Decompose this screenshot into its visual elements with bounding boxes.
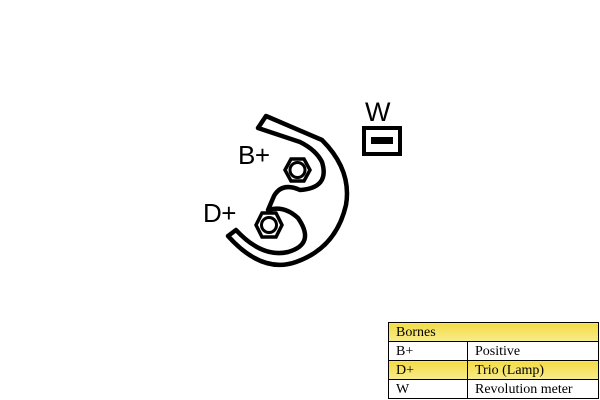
legend-code: W xyxy=(388,379,468,399)
w-terminal-label: W xyxy=(365,97,390,127)
legend-row-bplus: B+ Positive xyxy=(388,341,599,361)
w-spade-connector-icon xyxy=(362,126,402,156)
legend-row-w: W Revolution meter xyxy=(388,379,599,399)
dplus-nut-icon xyxy=(254,211,284,239)
legend-description: Positive xyxy=(467,341,599,361)
bplus-terminal-label: B+ xyxy=(238,140,270,170)
terminal-legend-table: Bornes B+ Positive D+ Trio (Lamp) W Revo… xyxy=(388,322,599,399)
legend-header: Bornes xyxy=(388,322,599,342)
legend-code: D+ xyxy=(388,360,468,380)
dplus-terminal-label: D+ xyxy=(203,198,236,228)
legend-description: Trio (Lamp) xyxy=(467,360,599,380)
terminal-plate-icon xyxy=(225,113,350,268)
legend-header-row: Bornes xyxy=(388,322,599,342)
legend-code: B+ xyxy=(388,341,468,361)
bplus-nut-icon xyxy=(283,157,312,183)
legend-row-dplus: D+ Trio (Lamp) xyxy=(388,360,599,380)
legend-description: Revolution meter xyxy=(467,379,599,399)
